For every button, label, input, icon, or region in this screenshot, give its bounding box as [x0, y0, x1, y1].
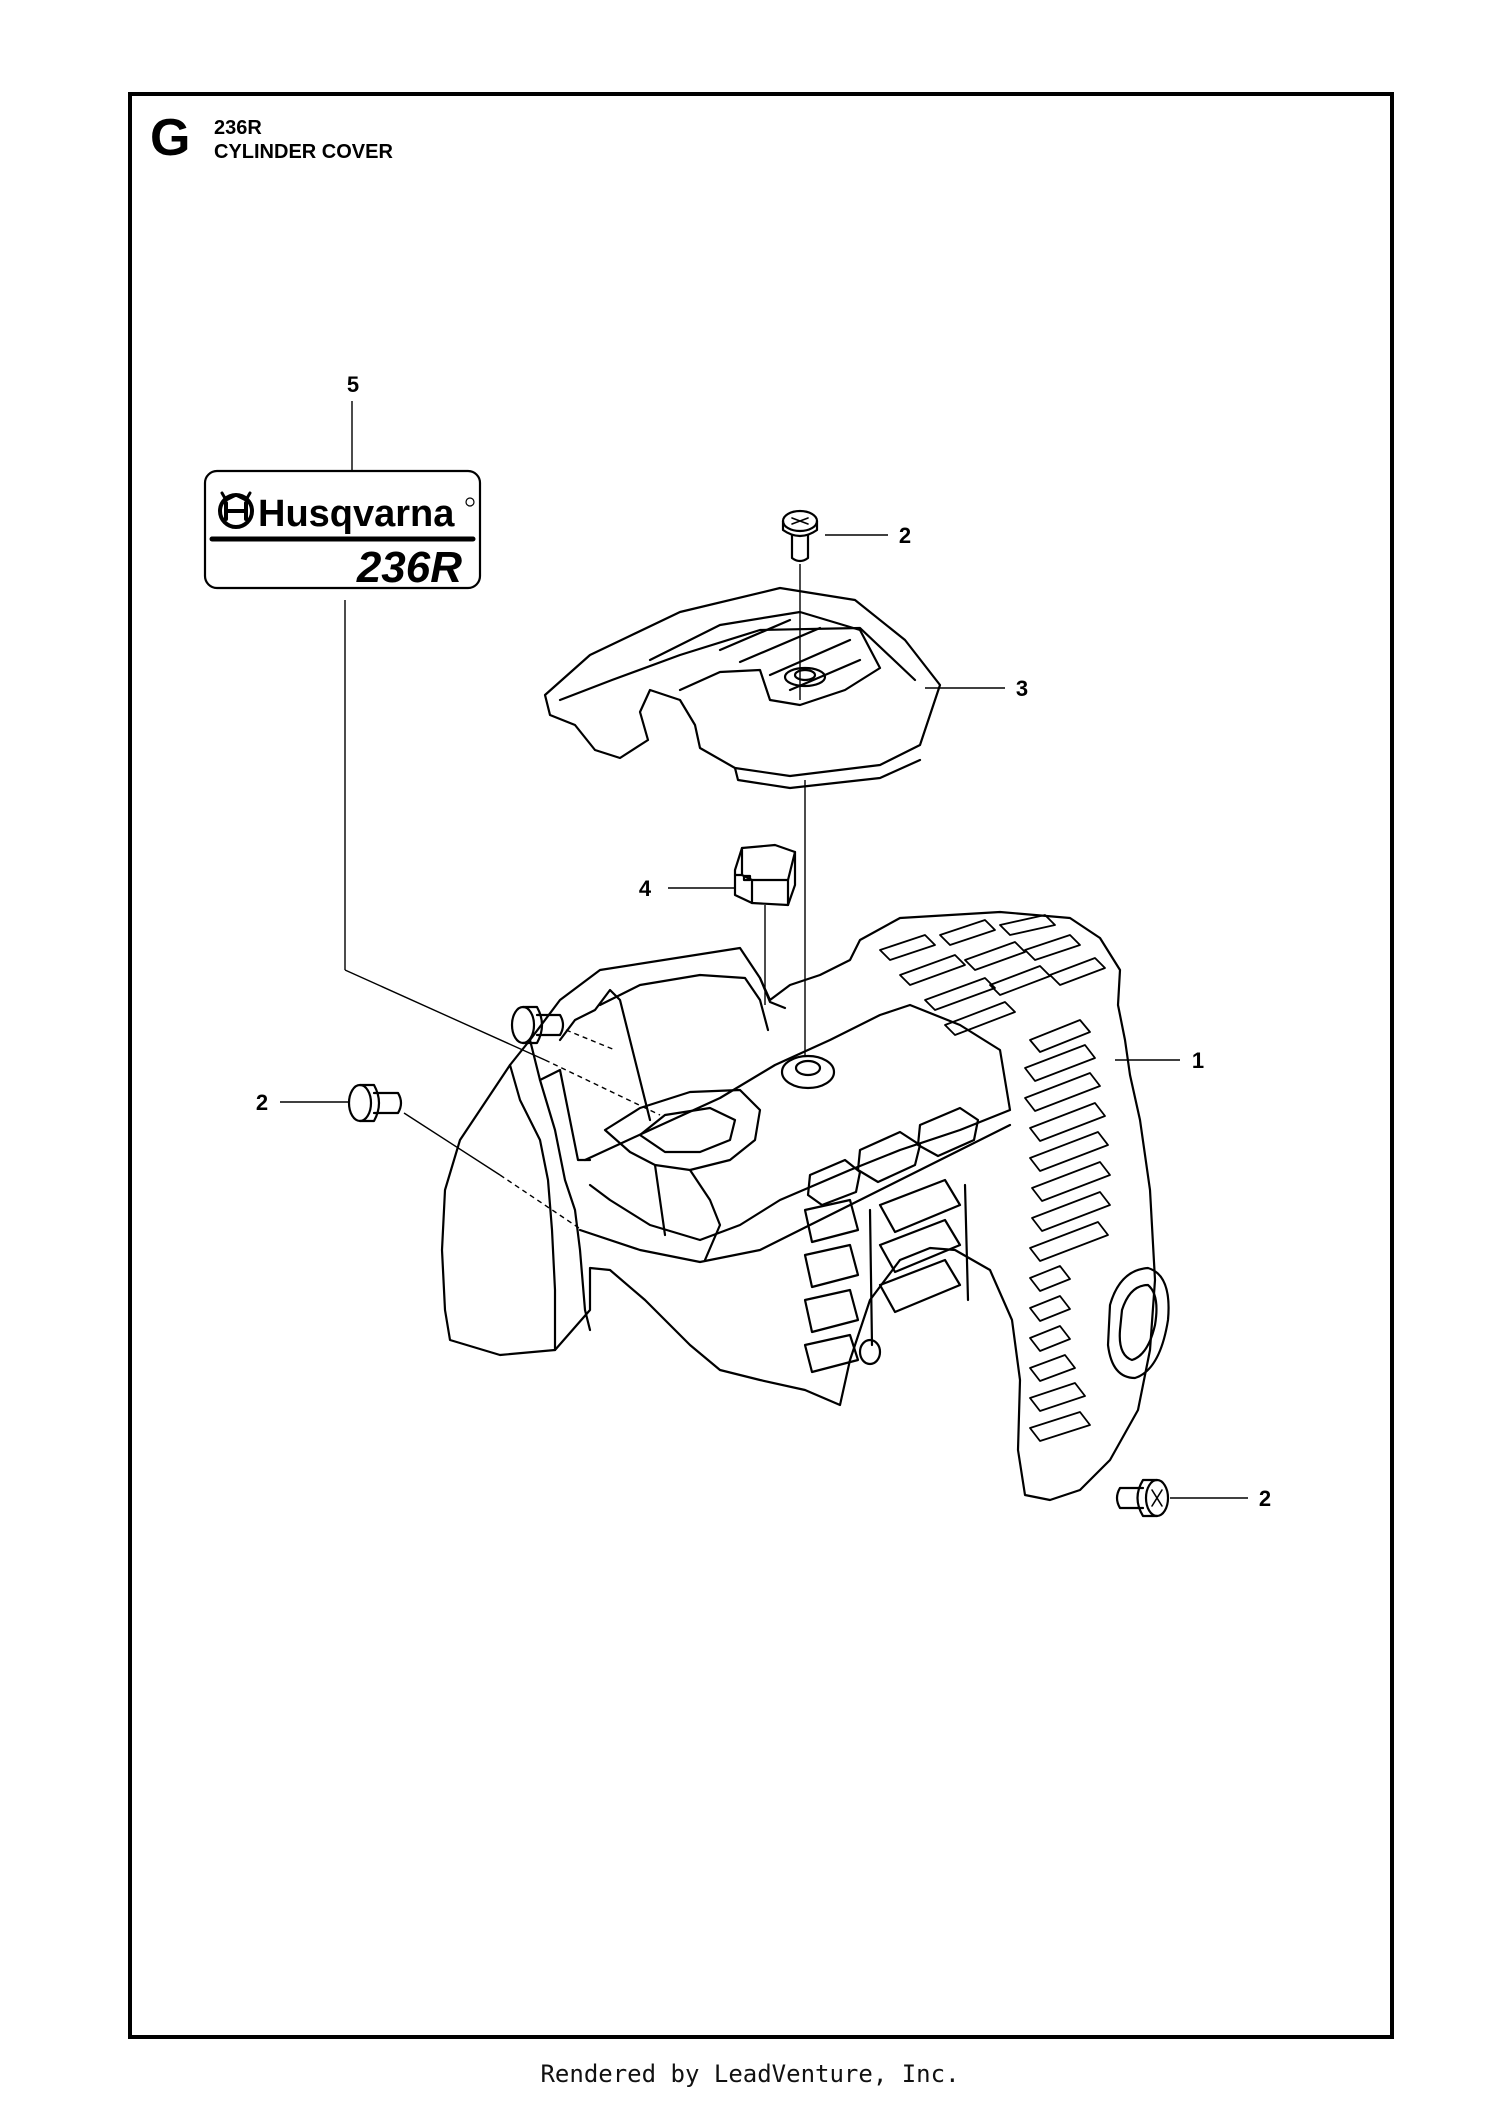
registered-mark-icon	[465, 497, 475, 507]
part-2-screw-top	[781, 509, 819, 563]
callout-1: 1	[1192, 1048, 1204, 1073]
callout-3: 3	[1016, 676, 1028, 701]
part-3-top-cover	[543, 586, 942, 790]
callout-2-left: 2	[256, 1090, 268, 1115]
decal-brand-text: Husqvarna	[258, 493, 455, 535]
part-5-decal	[203, 469, 482, 590]
callout-2-top: 2	[899, 523, 911, 548]
callout-4: 4	[639, 876, 652, 901]
husqvarna-crown-icon	[218, 491, 254, 529]
decal-model-text: 236R	[356, 543, 462, 592]
part-2-screw-left	[347, 1083, 403, 1123]
diagram-frame	[128, 92, 1394, 2039]
model-number: 236R	[214, 117, 262, 139]
part-2-screw-bottom	[1115, 1478, 1170, 1518]
callout-5: 5	[347, 372, 359, 397]
part-2-screw-mid	[510, 1005, 565, 1045]
callout-2-bottom: 2	[1259, 1486, 1271, 1511]
section-letter: G	[150, 109, 191, 167]
footer-credit: Rendered by LeadVenture, Inc.	[540, 2060, 960, 2088]
section-title: CYLINDER COVER	[214, 141, 393, 163]
part-1-cylinder-cover	[440, 910, 1170, 1502]
part-4-rubber-block	[733, 843, 797, 907]
